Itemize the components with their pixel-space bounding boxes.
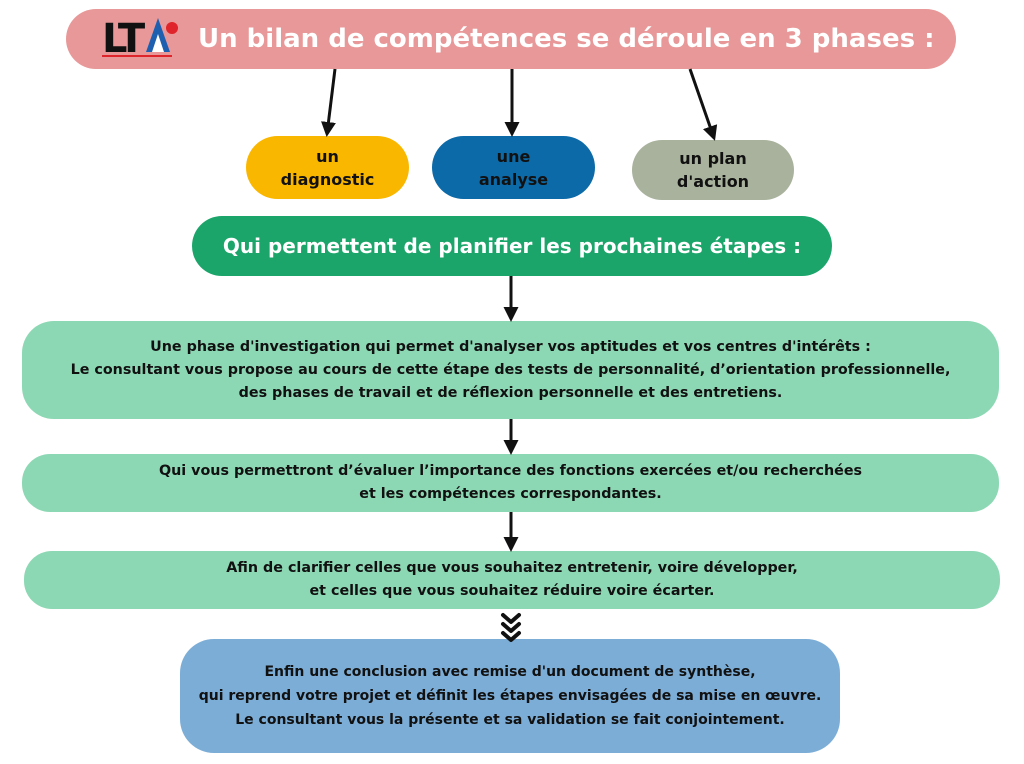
- lta-logo-icon: LT: [102, 16, 178, 60]
- phase-plan-action: un plan d'action: [632, 140, 794, 200]
- phase-label: un diagnostic: [280, 146, 375, 189]
- step-conclusion: Enfin une conclusion avec remise d'un do…: [180, 639, 840, 753]
- arrow-to-diagnostic: [321, 68, 337, 137]
- step-text: Enfin une conclusion avec remise d'un do…: [198, 664, 822, 728]
- step-clarification: Afin de clarifier celles que vous souhai…: [24, 551, 1000, 609]
- phase-analyse: une analyse: [432, 136, 595, 199]
- phase-label: une analyse: [478, 146, 549, 189]
- svg-text:LT: LT: [102, 16, 146, 60]
- step-evaluation: Qui vous permettront d’évaluer l’importa…: [22, 454, 999, 512]
- step-text: Afin de clarifier celles que vous souhai…: [226, 560, 798, 599]
- phase-label: un plan d'action: [676, 149, 750, 191]
- arrow-to-plan: [688, 68, 718, 141]
- subtitle-banner: Qui permettent de planifier les prochain…: [192, 216, 832, 276]
- triple-chevron-arrow: [501, 613, 521, 642]
- subtitle-text: Qui permettent de planifier les prochain…: [222, 234, 802, 258]
- step-investigation: Une phase d'investigation qui permet d'a…: [22, 321, 999, 419]
- title-banner: Un bilan de compétences se déroule en 3 …: [66, 9, 956, 69]
- step-text: Qui vous permettront d’évaluer l’importa…: [158, 463, 863, 502]
- phase-diagnostic: un diagnostic: [246, 136, 409, 199]
- step-text: Une phase d'investigation qui permet d'a…: [70, 338, 951, 401]
- diagram-title: Un bilan de compétences se déroule en 3 …: [198, 24, 935, 54]
